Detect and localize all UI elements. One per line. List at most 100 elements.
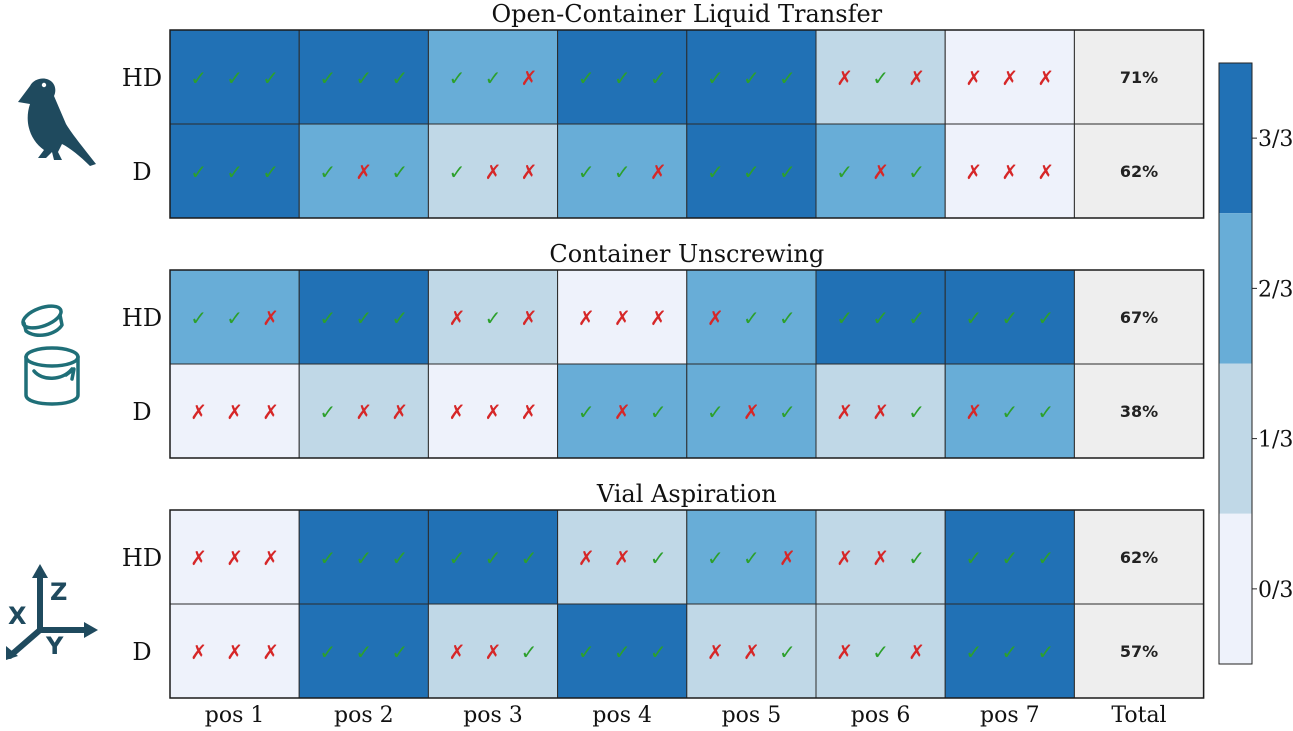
colorbar: 0/31/32/33/3	[1218, 62, 1293, 665]
success-mark: ✓	[319, 66, 336, 90]
success-mark: ✓	[707, 160, 724, 184]
success-mark: ✓	[521, 546, 538, 570]
heatmap-cell	[944, 603, 1075, 699]
heatmap-cell	[169, 509, 300, 605]
column-label: pos 1	[205, 703, 265, 728]
success-mark: ✓	[190, 66, 207, 90]
heatmap-cell	[169, 363, 300, 459]
success-mark: ✓	[319, 640, 336, 664]
success-mark: ✓	[521, 640, 538, 664]
success-mark: ✓	[614, 66, 631, 90]
total-cell	[1073, 123, 1205, 219]
fail-mark: ✗	[1001, 66, 1018, 90]
row-label: D	[132, 638, 151, 666]
success-mark: ✓	[614, 160, 631, 184]
success-mark: ✓	[1001, 306, 1018, 330]
fail-mark: ✗	[190, 640, 207, 664]
colorbar-tick-label: 2/3	[1258, 277, 1293, 302]
success-mark: ✓	[743, 546, 760, 570]
fail-mark: ✗	[614, 400, 631, 424]
success-mark: ✓	[355, 640, 372, 664]
fail-mark: ✗	[743, 400, 760, 424]
heatmap-cell	[298, 363, 429, 459]
heatmap-cell	[169, 603, 300, 699]
fail-mark: ✗	[965, 400, 982, 424]
success-mark: ✓	[779, 306, 796, 330]
total-cell	[1073, 509, 1205, 605]
success-mark: ✓	[836, 160, 853, 184]
total-value: 62%	[1120, 548, 1158, 567]
total-value: 38%	[1120, 402, 1158, 421]
fail-mark: ✗	[650, 306, 667, 330]
row-label: HD	[122, 304, 162, 332]
fail-mark: ✗	[872, 160, 889, 184]
success-mark: ✓	[485, 546, 502, 570]
success-mark: ✓	[965, 546, 982, 570]
container-unscrew-icon	[21, 304, 80, 406]
fail-mark: ✗	[1001, 160, 1018, 184]
heatmap-cell	[427, 363, 559, 459]
heatmap-cell	[298, 123, 429, 219]
fail-mark: ✗	[836, 400, 853, 424]
heatmap-cell	[686, 269, 817, 365]
success-mark: ✓	[449, 160, 466, 184]
success-mark: ✓	[1037, 400, 1054, 424]
fail-mark: ✗	[614, 306, 631, 330]
fail-mark: ✗	[908, 640, 925, 664]
axis-letter-y: Y	[45, 632, 64, 660]
success-mark: ✓	[836, 306, 853, 330]
success-mark: ✓	[965, 306, 982, 330]
total-value: 71%	[1120, 68, 1158, 87]
heatmap-cell	[169, 123, 300, 219]
fail-mark: ✗	[521, 66, 538, 90]
heatmap-cell	[298, 509, 429, 605]
fail-mark: ✗	[872, 546, 889, 570]
heatmap-cell	[815, 603, 946, 699]
heatmap-cell	[815, 509, 946, 605]
success-mark: ✓	[1037, 306, 1054, 330]
fail-mark: ✗	[262, 546, 279, 570]
fail-mark: ✗	[707, 640, 724, 664]
success-mark: ✓	[650, 400, 667, 424]
success-mark: ✓	[226, 160, 243, 184]
block-outline	[169, 509, 1205, 699]
success-mark: ✓	[485, 306, 502, 330]
success-mark: ✓	[650, 66, 667, 90]
fail-mark: ✗	[226, 400, 243, 424]
success-mark: ✓	[319, 306, 336, 330]
column-label: pos 7	[980, 703, 1040, 728]
success-mark: ✓	[707, 400, 724, 424]
heatmap-cell	[427, 123, 559, 219]
success-mark: ✓	[743, 66, 760, 90]
success-mark: ✓	[355, 306, 372, 330]
fail-mark: ✗	[650, 160, 667, 184]
success-mark: ✓	[1001, 640, 1018, 664]
heatmap-cell	[169, 29, 300, 125]
colorbar-tick-label: 1/3	[1258, 428, 1293, 453]
fail-mark: ✗	[262, 306, 279, 330]
column-label: pos 5	[722, 703, 782, 728]
total-value: 62%	[1120, 162, 1158, 181]
fail-mark: ✗	[1037, 160, 1054, 184]
success-mark: ✓	[965, 640, 982, 664]
success-mark: ✓	[578, 66, 595, 90]
success-mark: ✓	[1001, 400, 1018, 424]
success-mark: ✓	[779, 66, 796, 90]
heatmap-cell	[944, 269, 1075, 365]
fail-mark: ✗	[578, 306, 595, 330]
heatmap-cell	[557, 363, 688, 459]
success-mark: ✓	[355, 546, 372, 570]
fail-mark: ✗	[836, 640, 853, 664]
block-outline	[169, 269, 1205, 459]
colorbar-segment	[1219, 213, 1252, 364]
success-mark: ✓	[872, 66, 889, 90]
success-mark: ✓	[319, 400, 336, 424]
success-mark: ✓	[650, 640, 667, 664]
heatmap-cell	[557, 603, 688, 699]
colorbar-tick-label: 0/3	[1258, 578, 1293, 603]
success-mark: ✓	[319, 160, 336, 184]
task-title: Open-Container Liquid Transfer	[491, 0, 882, 28]
heatmap-cell	[169, 269, 300, 365]
success-mark: ✓	[614, 640, 631, 664]
heatmap-cell	[686, 603, 817, 699]
